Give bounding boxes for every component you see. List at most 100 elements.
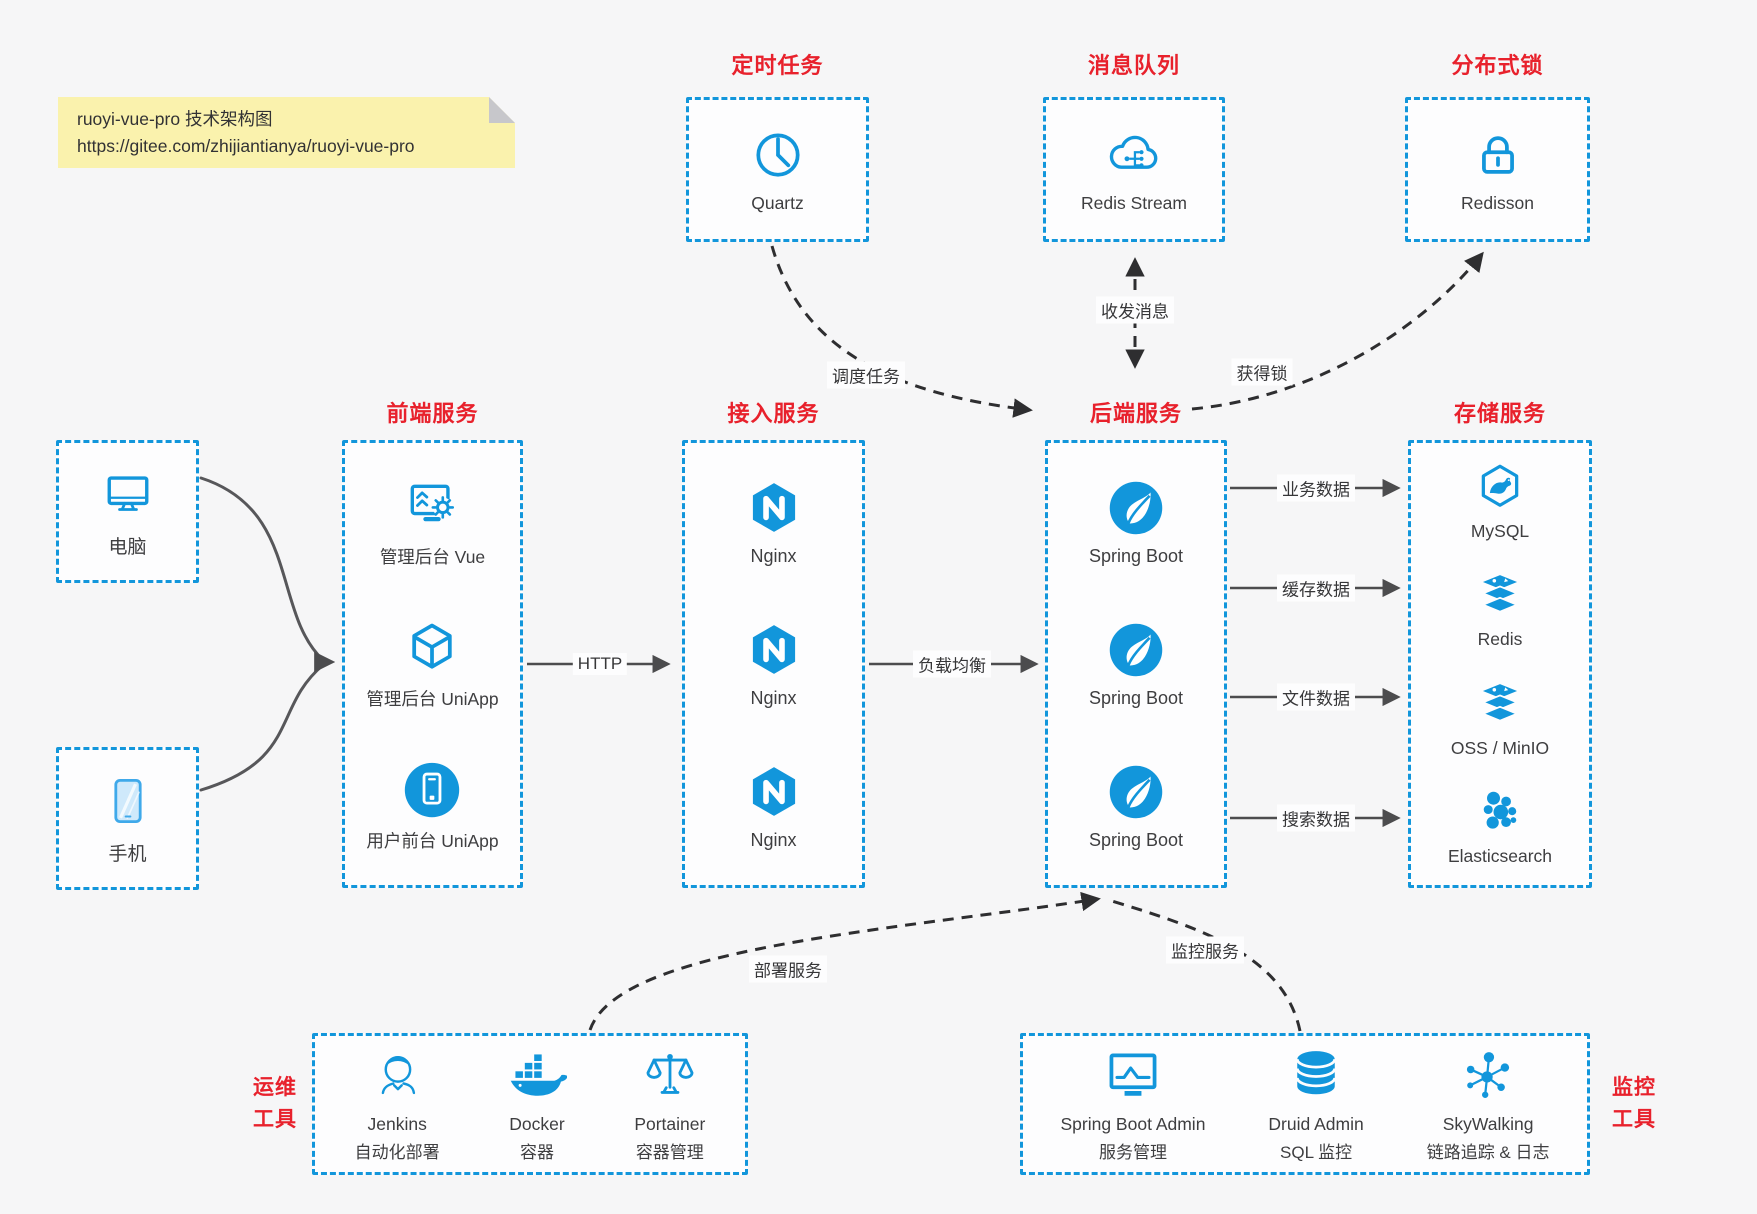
- nginx-icon: [752, 766, 795, 816]
- node-label: Elasticsearch: [1447, 846, 1553, 867]
- redisson-node: Redisson: [1461, 125, 1534, 214]
- mysql-icon: [1481, 464, 1519, 507]
- docker-icon: [510, 1053, 567, 1096]
- group-title-distributed-lock: 分布式锁: [1451, 53, 1544, 78]
- edge-monitor-service: [1111, 899, 1302, 1032]
- elasticsearch-node: Elasticsearch: [1448, 786, 1552, 867]
- druid-admin-node: Druid Admin SQL 监控: [1268, 1046, 1364, 1163]
- node-label: Spring Boot: [1088, 545, 1184, 566]
- spring-boot-node-2: Spring Boot: [1089, 620, 1183, 709]
- node-label: 管理后台 Vue: [379, 546, 486, 567]
- sticky-note-url: https://gitee.com/zhijiantianya/ruoyi-vu…: [77, 136, 415, 156]
- sticky-note: ruoyi-vue-pro 技术架构图 https://gitee.com/zh…: [58, 97, 515, 168]
- node-sublabel: 容器管理: [635, 1142, 704, 1162]
- edge-label-deploy: 部署服务: [749, 955, 827, 983]
- uniapp-cube-icon: [412, 623, 453, 669]
- edge-label-http: HTTP: [572, 653, 628, 675]
- node-label: Spring Boot: [1088, 687, 1184, 708]
- spring-boot-icon: [1109, 765, 1163, 818]
- quartz-box: Quartz: [686, 97, 869, 242]
- monitoring-tools-label: 监控 工具: [1602, 1072, 1666, 1135]
- node-label: Nginx: [750, 545, 797, 566]
- nginx-node-1: Nginx: [744, 478, 804, 567]
- node-sublabel: 自动化部署: [354, 1142, 440, 1162]
- elasticsearch-icon: [1483, 791, 1517, 829]
- jenkins-node: Jenkins 自动化部署: [355, 1046, 440, 1163]
- edge-label-schedule-task: 调度任务: [827, 361, 905, 389]
- smartphone-icon: [113, 778, 142, 824]
- quartz-node: Quartz: [748, 125, 808, 214]
- nginx-icon: [752, 482, 795, 532]
- node-sublabel: 容器: [519, 1142, 554, 1162]
- spring-boot-icon: [1109, 481, 1163, 534]
- node-label: Portainer: [634, 1113, 706, 1134]
- cloud-stream-icon: [1109, 135, 1158, 169]
- group-title-storage: 存储服务: [1453, 401, 1546, 426]
- oss-minio-node: OSS / MinIO: [1451, 678, 1549, 759]
- edge-label-search-data: 搜索数据: [1277, 804, 1355, 832]
- node-label: Spring Boot Admin: [1060, 1113, 1206, 1134]
- node-label: 管理后台 UniApp: [366, 688, 499, 709]
- edge-label-load-balance: 负载均衡: [913, 650, 991, 678]
- edge-phone-to-frontend: [199, 663, 325, 792]
- desktop-client-box: 电脑: [56, 440, 199, 583]
- redis-node: Redis: [1474, 569, 1526, 650]
- node-label: 用户前台 UniApp: [366, 830, 499, 851]
- user-app-icon: [405, 762, 460, 817]
- skywalking-icon: [1467, 1051, 1510, 1098]
- node-label: Redis: [1477, 629, 1523, 650]
- node-label: Nginx: [750, 687, 797, 708]
- nginx-node-3: Nginx: [744, 762, 804, 851]
- node-label: Redis Stream: [1080, 193, 1187, 213]
- edge-label-file-data: 文件数据: [1277, 683, 1355, 711]
- edge-acquire-lock: [1191, 251, 1484, 411]
- phone-client-node: 手机: [98, 771, 158, 866]
- edge-desktop-to-frontend: [199, 476, 325, 662]
- node-label: Jenkins: [367, 1113, 427, 1134]
- spring-boot-node-1: Spring Boot: [1089, 478, 1183, 567]
- lock-icon: [1481, 136, 1514, 174]
- monitoring-tools-label-line1: 监控: [1612, 1076, 1656, 1099]
- portainer-node: Portainer 容器管理: [634, 1046, 705, 1163]
- edge-label-lock: 获得锁: [1231, 358, 1293, 386]
- frontend-services-box: 管理后台 Vue 管理后台 UniApp 用户前台 UniApp: [342, 440, 523, 888]
- edge-label-message: 收发消息: [1096, 296, 1174, 324]
- clock-icon: [755, 133, 800, 177]
- ops-tools-label-line2: 工具: [253, 1107, 297, 1131]
- node-label: MySQL: [1470, 520, 1530, 541]
- ops-tools-box: Jenkins 自动化部署 Docker 容器: [312, 1033, 748, 1175]
- ops-tools-label-line1: 运维: [253, 1076, 297, 1099]
- monitoring-tools-box: Spring Boot Admin 服务管理 Druid Admin SQL 监…: [1020, 1033, 1590, 1175]
- admin-vue-node: 管理后台 Vue: [380, 476, 485, 569]
- ops-tools-label: 运维 工具: [243, 1072, 307, 1135]
- storage-services-box: MySQL Redis OSS / MinIO: [1408, 440, 1592, 888]
- jenkins-icon: [381, 1055, 416, 1094]
- edge-label-monitor: 监控服务: [1166, 936, 1244, 964]
- user-uniapp-node: 用户前台 UniApp: [366, 760, 499, 853]
- edge-label-business-data: 业务数据: [1277, 474, 1355, 502]
- spring-boot-admin-node: Spring Boot Admin 服务管理: [1060, 1046, 1205, 1163]
- node-sublabel: SQL 监控: [1280, 1142, 1353, 1162]
- edge-deploy-service: [588, 891, 1101, 1031]
- node-label: Docker: [509, 1113, 565, 1134]
- node-label: 手机: [108, 844, 147, 865]
- spring-boot-node-3: Spring Boot: [1089, 762, 1183, 851]
- druid-icon: [1295, 1050, 1337, 1094]
- backend-services-box: Spring Boot Spring Boot Spring Boot: [1045, 440, 1227, 888]
- skywalking-node: SkyWalking 链路追踪 & 日志: [1427, 1046, 1550, 1163]
- node-label: Quartz: [751, 193, 804, 213]
- portainer-icon: [646, 1053, 694, 1094]
- phone-client-box: 手机: [56, 747, 199, 890]
- monitoring-tools-label-line2: 工具: [1612, 1107, 1656, 1131]
- admin-uniapp-node: 管理后台 UniApp: [366, 618, 499, 711]
- node-label: SkyWalking: [1442, 1113, 1534, 1134]
- sticky-note-title: ruoyi-vue-pro 技术架构图: [77, 109, 273, 129]
- redisson-box: Redisson: [1405, 97, 1590, 242]
- node-label: 电脑: [108, 537, 147, 558]
- group-title-backend: 后端服务: [1089, 401, 1182, 426]
- node-sublabel: 服务管理: [1098, 1142, 1167, 1162]
- admin-vue-icon: [411, 484, 455, 521]
- docker-node: Docker 容器: [507, 1046, 567, 1163]
- node-label: Nginx: [750, 829, 797, 850]
